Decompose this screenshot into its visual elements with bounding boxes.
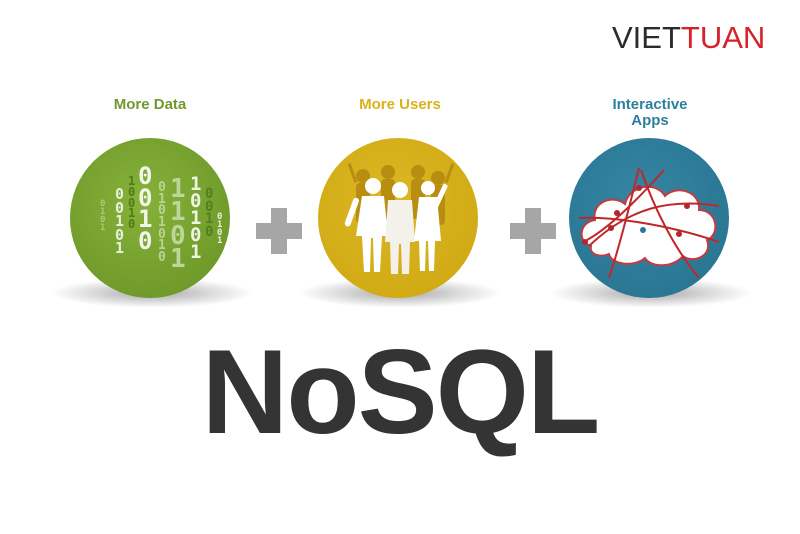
- plus-icon: [508, 206, 558, 256]
- more-users-label: More Users: [359, 96, 441, 113]
- interactive-apps-label: Interactive Apps: [585, 97, 715, 129]
- cloud-network-icon: [569, 138, 729, 298]
- page-title: NoSQL: [201, 325, 601, 459]
- plus-icon: [254, 206, 304, 256]
- logo-viet: VIET: [612, 20, 681, 55]
- more-data-label: More Data: [113, 96, 187, 113]
- people-icon: [318, 138, 478, 298]
- logo-tuan: TUAN: [680, 20, 766, 55]
- interactive-apps-line2: Apps: [631, 112, 669, 129]
- logo: VIETTUAN: [612, 22, 765, 53]
- interactive-apps-line1: Interactive: [612, 96, 688, 113]
- interactive-apps-circle: [549, 138, 753, 328]
- more-users-circle: [298, 138, 502, 328]
